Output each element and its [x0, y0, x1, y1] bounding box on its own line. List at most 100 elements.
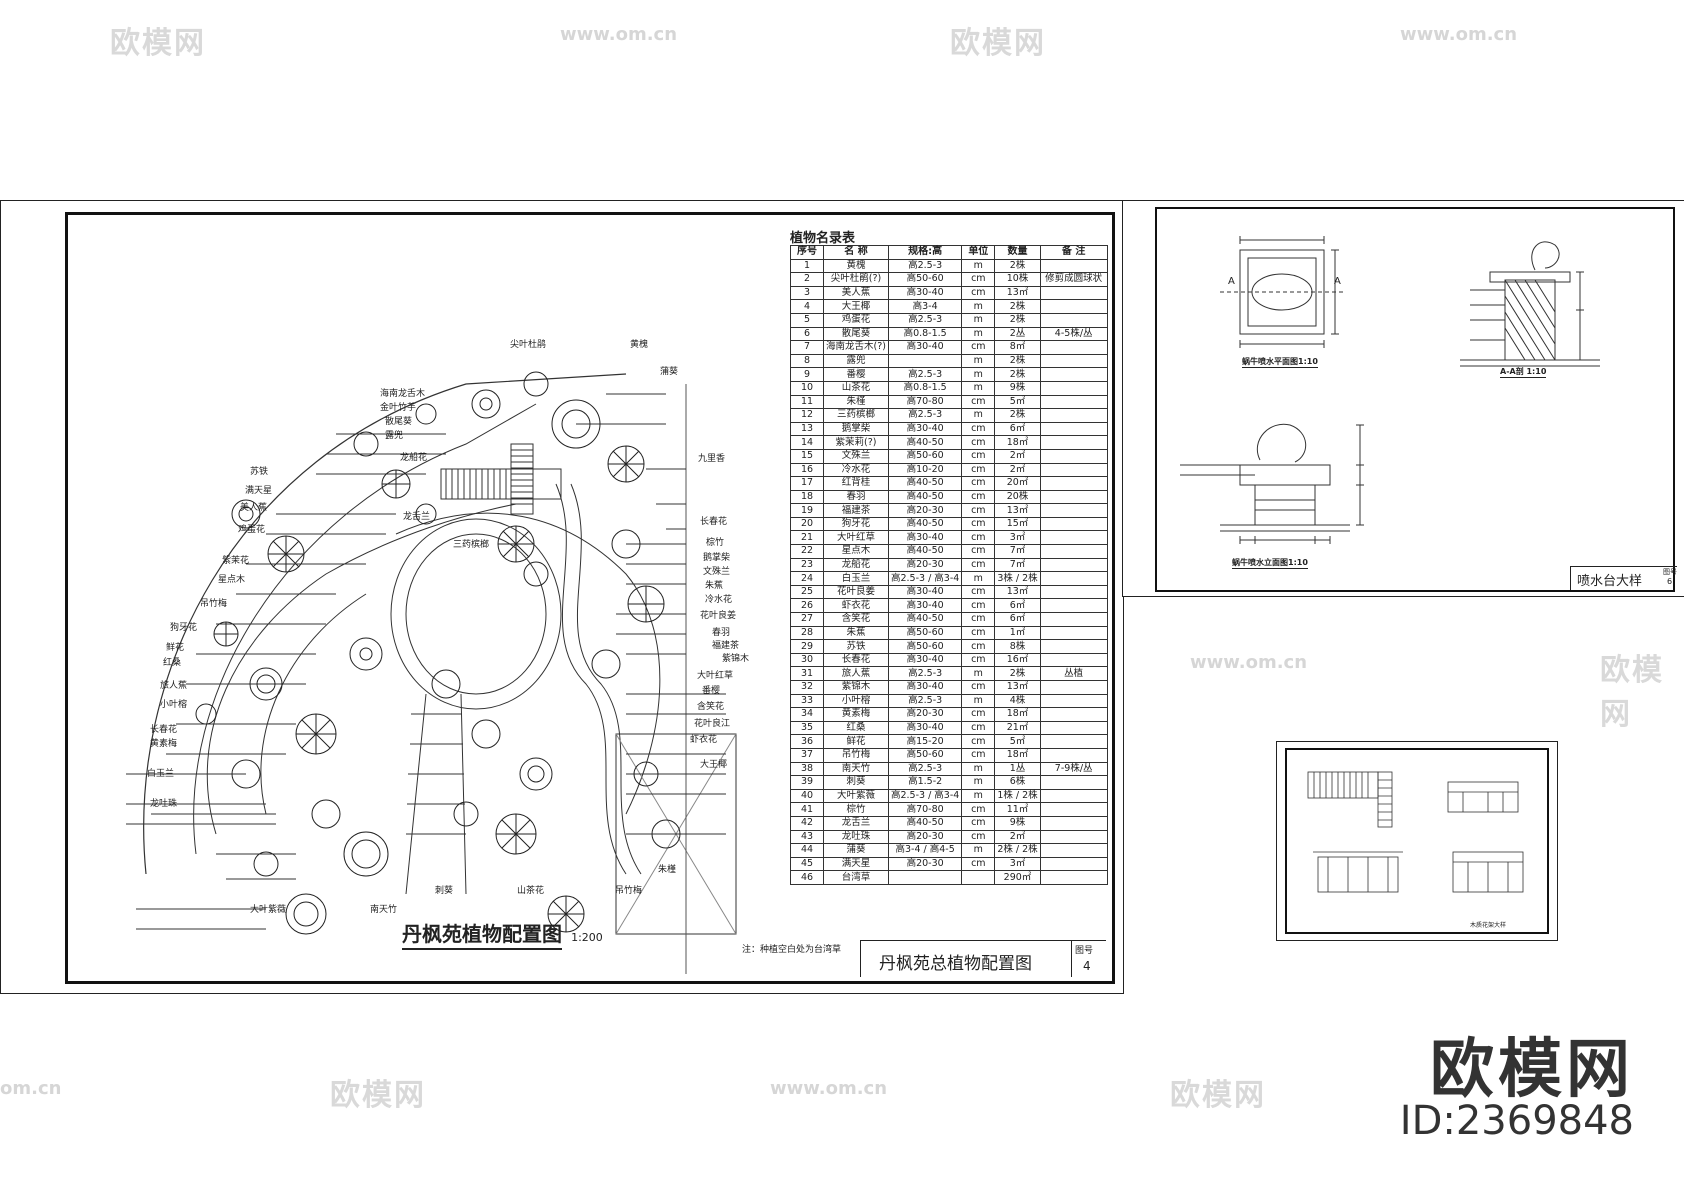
table-cell: 16	[790, 462, 824, 478]
table-cell: 7-9株/丛	[1039, 761, 1108, 777]
title-block-name: 丹枫苑总植物配置图	[879, 954, 1032, 974]
table-cell: 高50-60	[887, 625, 963, 641]
plan-label: 鲜花	[166, 643, 185, 653]
table-cell: cm	[961, 489, 996, 505]
table-cell: cm	[961, 625, 996, 641]
watermark-brand: 欧模网	[1170, 1078, 1266, 1113]
watermark-brand: 欧模网	[1600, 653, 1664, 732]
table-cell: 2㎡	[994, 462, 1041, 478]
table-cell: cm	[961, 584, 996, 600]
plan-label: 大叶紫薇	[250, 905, 287, 915]
table-cell: 6㎡	[994, 612, 1041, 627]
table-cell: 文殊兰	[823, 448, 889, 464]
fountain-elevation-caption: 蜗牛喷水立面图1:10	[1232, 558, 1308, 569]
table-cell: 高20-30	[887, 557, 963, 573]
table-cell: 34	[790, 707, 824, 722]
table-cell: 虾衣花	[823, 598, 889, 614]
table-cell: 蒲葵	[823, 843, 889, 858]
table-cell: cm	[961, 394, 996, 410]
plan-label: 海南龙舌木	[380, 389, 426, 399]
table-cell: 2株	[994, 367, 1041, 382]
table-cell: m	[961, 693, 996, 709]
table-cell: 28	[790, 625, 824, 641]
table-cell: 星点木	[823, 544, 889, 559]
table-cell: 5㎡	[994, 734, 1041, 749]
fountain-figure-no: 6	[1667, 577, 1673, 586]
table-cell	[1039, 516, 1108, 532]
plan-label: 散尾葵	[385, 417, 413, 427]
table-cell: 13㎡	[994, 503, 1041, 518]
plan-label: 含笑花	[697, 702, 725, 712]
col-header: 备 注	[1039, 245, 1108, 260]
table-cell: 高20-30	[887, 856, 963, 872]
table-cell: 高0.8-1.5	[887, 326, 963, 342]
table-cell	[1039, 856, 1108, 872]
plan-label: 金叶竹芋	[380, 403, 417, 413]
table-cell: 龙吐珠	[823, 829, 889, 845]
table-cell: 高30-40	[887, 584, 963, 600]
table-cell: 高30-40	[887, 340, 963, 355]
table-cell: 13㎡	[994, 584, 1041, 600]
plan-label: 大王椰	[700, 760, 728, 770]
table-cell: 21	[790, 530, 824, 546]
watermark-url: www.om.cn	[770, 1078, 888, 1099]
table-cell: 16㎡	[994, 652, 1041, 668]
table-cell: 高70-80	[887, 802, 963, 817]
table-cell: 35	[790, 720, 824, 736]
table-cell	[1039, 625, 1108, 641]
table-cell	[1039, 258, 1108, 274]
table-cell: 2株	[994, 408, 1041, 423]
table-cell: 高2.5-3	[887, 258, 963, 274]
table-cell: 龙舌兰	[823, 815, 889, 831]
table-cell: 32	[790, 680, 824, 695]
plan-label: 朱蕉	[705, 581, 724, 591]
table-cell: 17	[790, 476, 824, 491]
watermark-brand: 欧模网	[110, 26, 206, 61]
fountain-detail-sheet	[1122, 200, 1684, 597]
table-cell: 2株 / 2株	[994, 843, 1041, 858]
table-cell	[1039, 367, 1108, 382]
table-cell: 高20-30	[887, 707, 963, 722]
table-cell: 29	[790, 639, 824, 654]
table-cell	[1039, 476, 1108, 491]
figure-no: 4	[1083, 959, 1091, 973]
table-cell: 44	[790, 843, 824, 858]
plan-label: 长春花	[700, 517, 728, 527]
table-cell: cm	[961, 802, 996, 817]
table-cell	[1039, 829, 1108, 845]
table-cell	[1039, 707, 1108, 722]
table-cell: 2株	[994, 258, 1041, 274]
plan-label: 花叶良江	[694, 719, 731, 729]
table-cell: cm	[961, 612, 996, 627]
plan-label: 紫茉花	[222, 556, 250, 566]
plan-label: 白玉兰	[147, 769, 175, 779]
table-cell	[887, 353, 963, 369]
table-cell: 高40-50	[887, 516, 963, 532]
table-cell: 6株	[994, 775, 1041, 790]
plan-label: 大叶红草	[697, 671, 734, 681]
table-cell	[1039, 340, 1108, 355]
table-cell: cm	[961, 829, 996, 845]
table-cell: 2株	[994, 299, 1041, 314]
section-mark-left: A	[1228, 276, 1235, 287]
site-plan-drawing	[126, 371, 737, 974]
plan-label: 满天星	[245, 486, 273, 496]
table-cell: 41	[790, 802, 824, 817]
table-cell: 散尾葵	[823, 326, 889, 342]
table-cell: 27	[790, 612, 824, 627]
table-cell: 24	[790, 571, 824, 586]
table-cell: 290㎡	[994, 870, 1041, 885]
table-cell	[1039, 448, 1108, 464]
table-cell: 红桑	[823, 720, 889, 736]
watermark-url: www.om.cn	[1190, 652, 1308, 673]
